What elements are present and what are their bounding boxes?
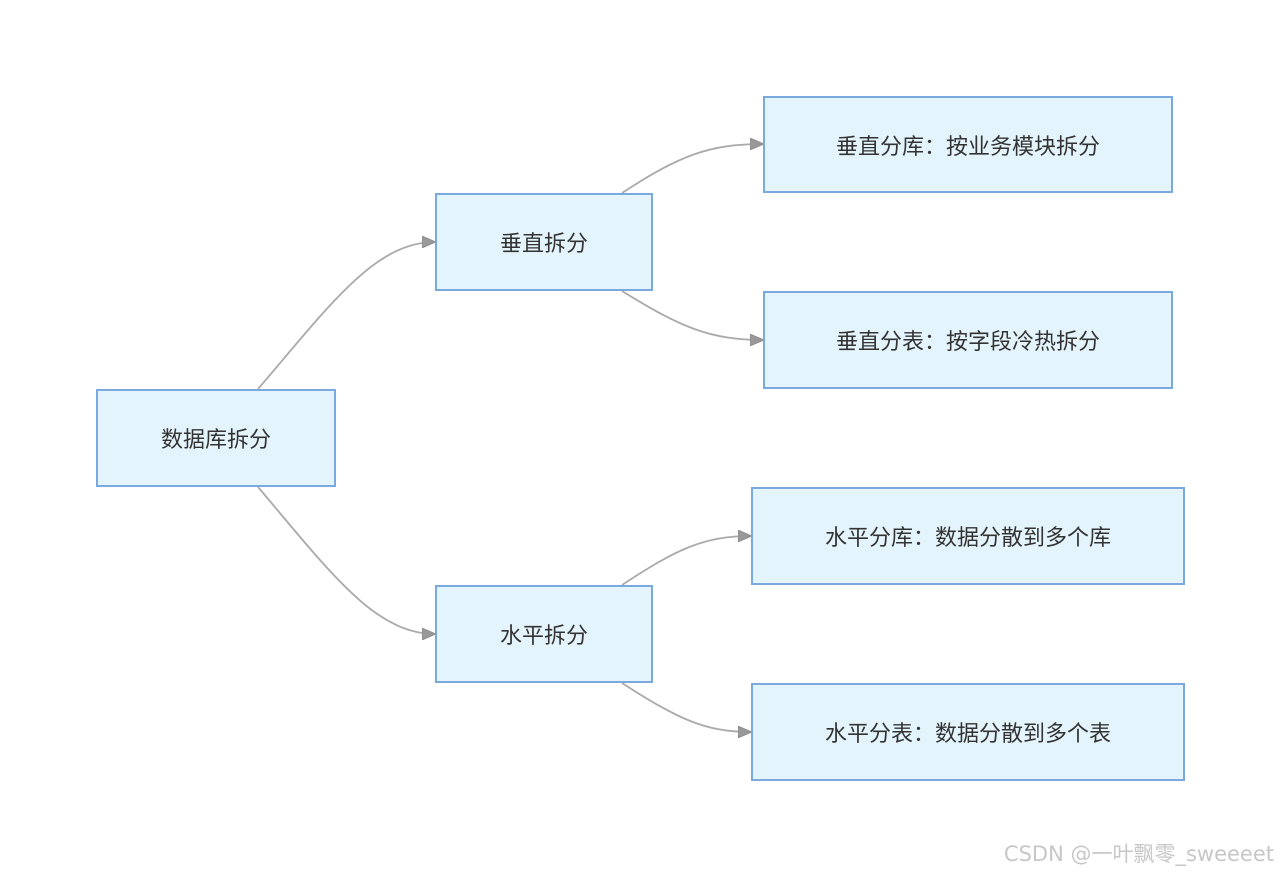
edge-root-to-horizontal (257, 486, 435, 634)
node-vertical-split: 垂直拆分 (435, 193, 653, 291)
node-horizontal-db-label: 水平分库：数据分散到多个库 (824, 526, 1111, 551)
edge-horizontal-to-horizontal-table (621, 682, 751, 732)
node-vertical-db: 垂直分库：按业务模块拆分 (763, 96, 1173, 193)
node-vertical-table-label: 垂直分表：按字段冷热拆分 (835, 330, 1100, 355)
node-horizontal-db: 水平分库：数据分散到多个库 (751, 487, 1185, 585)
node-vertical-split-label: 垂直拆分 (499, 232, 588, 257)
csdn-watermark: CSDN @一叶飘零_sweeeet (1003, 842, 1274, 866)
edge-vertical-to-vertical-db (621, 144, 763, 194)
node-horizontal-split: 水平拆分 (435, 585, 653, 683)
node-database-split-label: 数据库拆分 (160, 428, 271, 453)
node-vertical-db-label: 垂直分库：按业务模块拆分 (835, 134, 1100, 160)
node-horizontal-table-label: 水平分表：数据分散到多个表 (824, 722, 1111, 747)
edge-root-to-vertical (257, 242, 435, 390)
node-horizontal-split-label: 水平拆分 (499, 624, 588, 649)
edge-horizontal-to-horizontal-db (621, 536, 751, 586)
edge-vertical-to-vertical-table (621, 290, 763, 340)
node-vertical-table: 垂直分表：按字段冷热拆分 (763, 291, 1173, 389)
node-horizontal-table: 水平分表：数据分散到多个表 (751, 683, 1185, 781)
node-database-split: 数据库拆分 (96, 389, 336, 487)
